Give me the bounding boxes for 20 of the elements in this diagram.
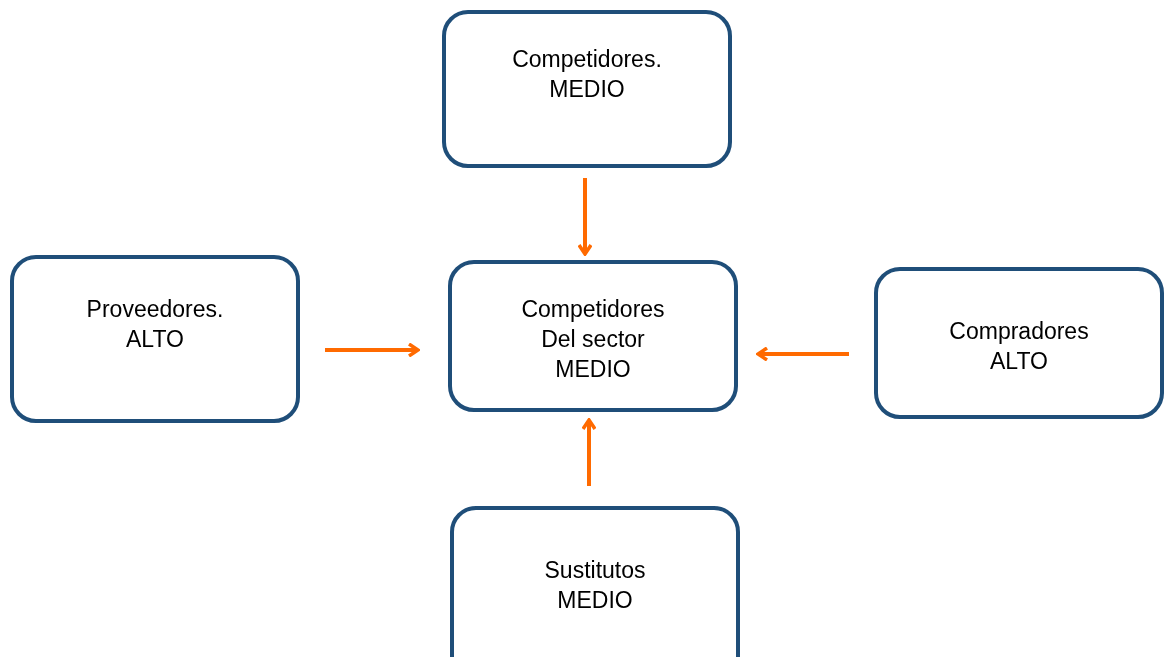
arrow <box>577 178 593 256</box>
box-label: Competidores. <box>511 45 663 74</box>
process-box <box>442 10 732 168</box>
arrow <box>581 418 597 486</box>
box-label: Competidores <box>520 295 666 324</box>
arrow <box>756 346 849 362</box>
box-label: MEDIO <box>548 75 626 104</box>
process-box <box>448 260 738 412</box>
box-label: Compradores <box>948 317 1090 346</box>
box-label: MEDIO <box>554 355 632 384</box>
box-label: Sustitutos <box>543 556 647 585</box>
box-label: Proveedores. <box>85 295 225 324</box>
process-box <box>10 255 300 423</box>
process-box <box>874 267 1164 419</box>
box-label: ALTO <box>125 325 185 354</box>
box-label: Del sector <box>540 325 646 354</box>
process-box <box>450 506 740 657</box>
box-label: MEDIO <box>556 586 634 615</box>
box-label: ALTO <box>989 347 1049 376</box>
arrow <box>325 342 420 358</box>
